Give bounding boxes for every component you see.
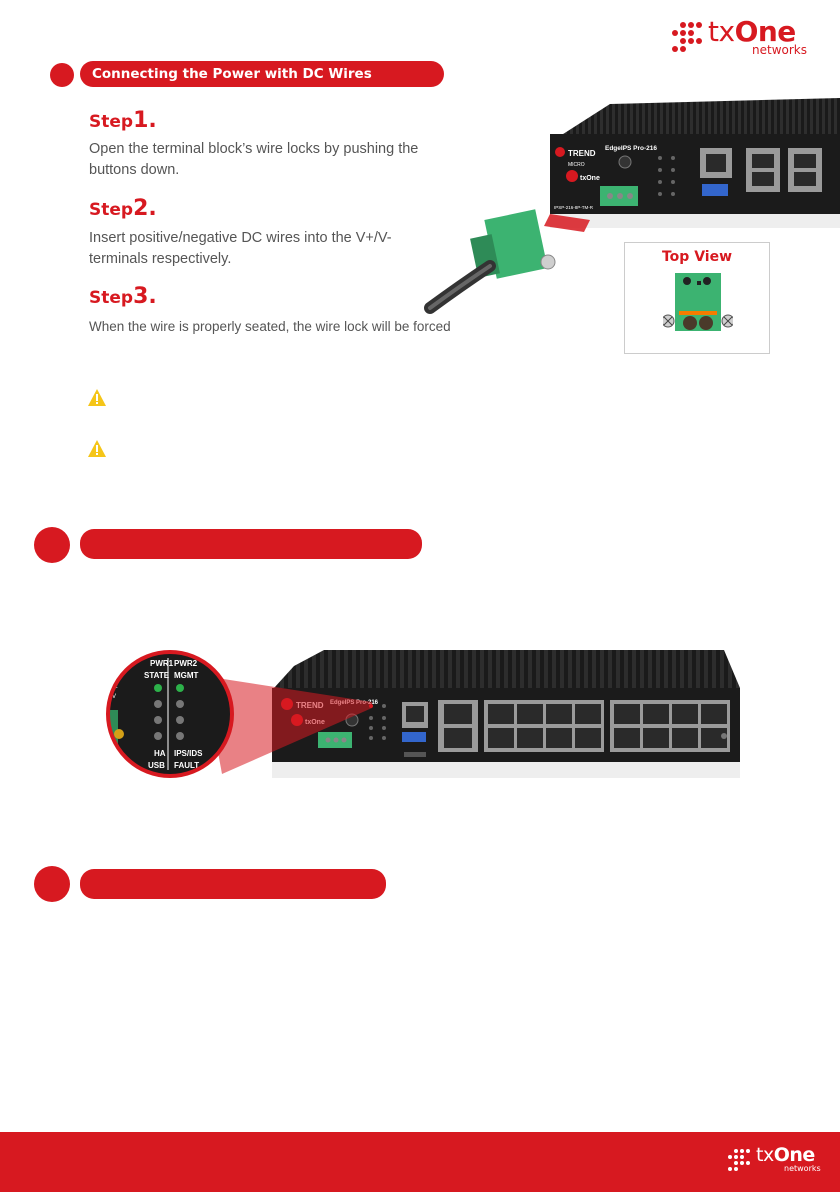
warning-icon (88, 389, 106, 406)
logo-brand-light: tx (708, 15, 735, 48)
txone-logo-icon (566, 170, 578, 182)
zoom-side-2: -V (110, 694, 116, 700)
section3-bullet (34, 866, 70, 902)
zoom-led-ha: HA (154, 749, 166, 758)
zoom-led-pwr1: PWR1 (150, 659, 174, 668)
device-brand: TREND (568, 149, 596, 158)
top-view-panel: Top View (624, 242, 770, 354)
step3-number: 3. (133, 284, 157, 309)
section2-bullet (34, 527, 70, 563)
led-zoom-callout: PWR1 PWR2 STATE MGMT R2 -V HA IPS/IDS US… (106, 650, 234, 778)
device-front-illustration: TREND EdgeIPS Pro-216 txOne (204, 650, 740, 778)
step3-title: Step3. (89, 284, 157, 309)
section3-title-bar (80, 869, 386, 899)
zoom-led-mgmt: MGMT (174, 671, 199, 680)
zoom-led-fault: FAULT (174, 761, 199, 770)
device-illustration-top: TREND MICRO EdgeIPS Pro-216 txOne IPSP-2… (424, 98, 840, 314)
terminal-top-view-diagram (663, 273, 733, 331)
footer-brand-bold: One (773, 1144, 816, 1166)
step2-text: Insert positive/negative DC wires into t… (89, 230, 392, 267)
device-txone: txOne (580, 175, 600, 182)
brand-logo: txOne networks (672, 18, 807, 56)
section1-title: Connecting the Power with DC Wires (80, 61, 444, 87)
device-serial: IPSP-216-8P-TM-R (554, 205, 594, 210)
usb-port (702, 184, 728, 196)
footer-brand-light: tx (756, 1144, 774, 1166)
zoom-led-pwr2: PWR2 (174, 659, 198, 668)
top-view-label: Top View (661, 249, 733, 265)
step3-label: Step (89, 288, 134, 308)
step3-text: When the wire is properly seated, the wi… (89, 319, 451, 334)
page-footer: txOne networks (0, 1132, 840, 1192)
section1-bullet (50, 63, 74, 87)
step2-number: 2. (133, 196, 157, 221)
zoom-led-ipsids: IPS/IDS (174, 749, 203, 758)
dc-connector (484, 209, 548, 279)
logo-brand-bold: One (734, 15, 797, 48)
step1-text: Open the terminal block’s wire locks by … (89, 141, 419, 178)
warning-icon (88, 440, 106, 457)
zoom-led-state: STATE (144, 671, 170, 680)
step2-title: Step2. (89, 196, 157, 221)
zoom-led-usb: USB (148, 761, 165, 770)
device-model: EdgeIPS Pro-216 (605, 145, 657, 152)
logo-sub: networks (752, 43, 807, 57)
device-brand-sub: MICRO (568, 162, 585, 168)
step2-label: Step (89, 200, 134, 220)
trend-logo-icon (555, 147, 565, 157)
footer-logo: txOne networks (728, 1146, 821, 1173)
step1-label: Step (89, 112, 134, 132)
section2-title-bar (80, 529, 422, 559)
logo-mark-icon (728, 1148, 750, 1171)
logo-mark-icon (672, 22, 702, 52)
step1-number: 1. (133, 108, 157, 133)
footer-logo-sub: networks (784, 1164, 821, 1173)
step1-title: Step1. (89, 108, 157, 133)
